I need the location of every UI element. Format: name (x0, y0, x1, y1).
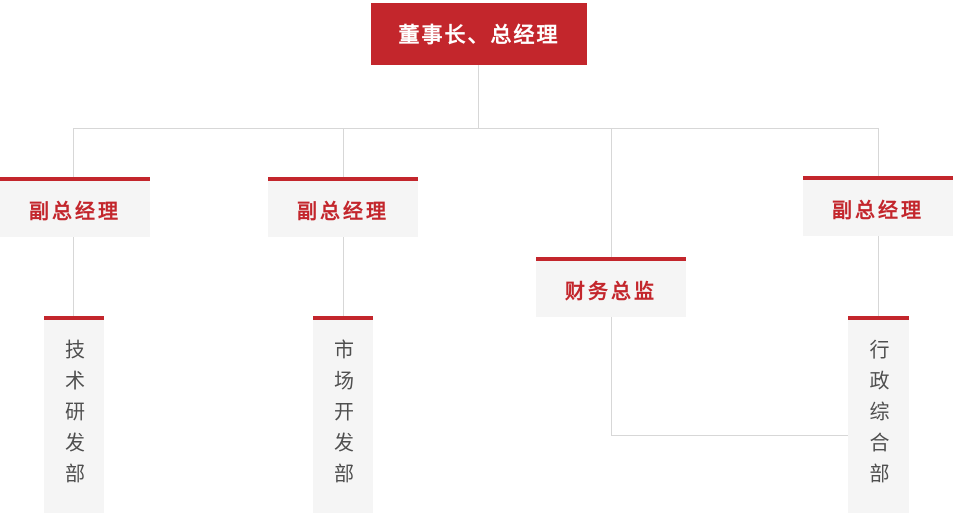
connector-deputy-1-to-dept (73, 237, 74, 316)
dept-label: 技术研发部 (61, 339, 86, 494)
node-deputy-general-manager-3: 副总经理 (803, 176, 953, 236)
connector-deputy-3-to-dept (878, 236, 879, 316)
connector-main-horizontal (73, 128, 879, 129)
node-deputy-general-manager-1: 副总经理 (0, 177, 150, 237)
dept-label: 行政综合部 (866, 339, 890, 494)
dept-admin-general: 行政综合部 (848, 316, 909, 513)
node-label: 董事长、总经理 (398, 23, 560, 47)
connector-drop-deputy-2 (343, 128, 344, 177)
connector-deputy-2-to-dept (343, 237, 344, 316)
node-chairman-general-manager: 董事长、总经理 (371, 3, 587, 65)
connector-drop-deputy-3 (878, 128, 879, 176)
connector-root-drop (478, 65, 479, 128)
node-finance-director: 财务总监 (536, 257, 686, 317)
dept-label: 市场开发部 (330, 339, 355, 494)
connector-drop-deputy-1 (73, 128, 74, 177)
connector-finance-to-dept (611, 435, 848, 436)
node-label: 副总经理 (29, 198, 121, 223)
connector-finance-down (611, 315, 612, 435)
connector-drop-finance (611, 128, 612, 257)
dept-technology-rd: 技术研发部 (44, 316, 104, 513)
node-label: 副总经理 (832, 197, 924, 222)
node-deputy-general-manager-2: 副总经理 (268, 177, 418, 237)
node-label: 财务总监 (565, 278, 657, 303)
node-label: 副总经理 (297, 198, 389, 223)
dept-market-development: 市场开发部 (313, 316, 373, 513)
